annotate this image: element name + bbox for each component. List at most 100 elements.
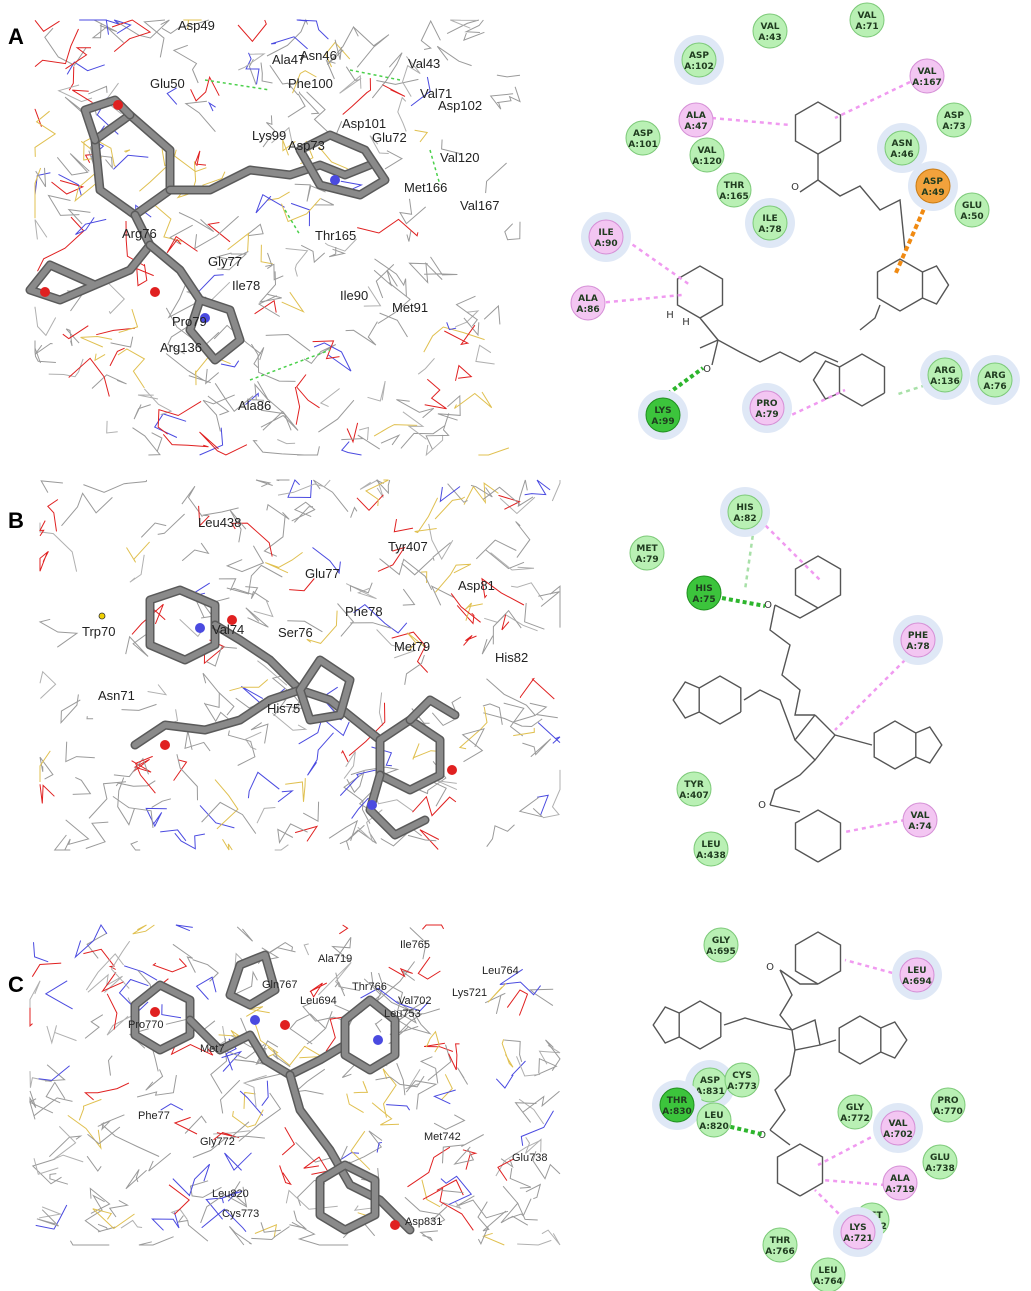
protein-wire [34,28,79,67]
protein-wire [374,1018,383,1033]
protein-wire [319,388,340,408]
protein-wire [244,731,262,750]
residue-name: LEU [907,966,926,976]
protein-wire [402,411,427,440]
protein-wire [481,635,494,655]
residue-disc [659,1087,695,1123]
protein-wire [199,431,248,456]
residue-label-3d: Ala47 [272,52,305,67]
protein-wire [281,1127,296,1156]
protein-wire [266,18,309,57]
residue-id: A:47 [684,122,707,132]
protein-wire [318,962,352,996]
ligand-stick [187,1017,348,1078]
residue-label-3d: Asp73 [288,138,325,153]
protein-wire [350,622,393,629]
protein-wire [140,522,167,538]
residue-id: A:764 [813,1277,843,1287]
protein-wire [143,19,166,58]
protein-wire [481,577,525,606]
protein-wire [137,394,159,400]
protein-wire [133,404,151,420]
ligand-stick [367,772,428,838]
protein-wire [409,927,427,960]
protein-wire [356,494,384,512]
protein-wire [105,19,132,34]
protein-wire [34,110,57,157]
residue-name: GLY [712,936,731,946]
residue-id: A:101 [628,140,658,150]
protein-wire [408,261,443,284]
protein-wire [353,603,408,634]
residue-name: PRO [937,1096,959,1106]
protein-wire [67,1114,102,1150]
protein-wire [287,93,306,118]
protein-wire [386,1104,411,1111]
protein-wire [345,321,378,346]
protein-wire [270,36,308,50]
protein-wire [229,970,258,997]
protein-wire [225,545,265,573]
ligand-stick [377,717,443,793]
protein-wire [334,39,342,60]
residue-label-3d: Lys721 [452,987,487,999]
protein-wire [78,1098,102,1121]
protein-wire [396,1000,440,1015]
protein-wire [80,335,113,348]
ligand-bond [769,1049,796,1131]
residue-disc [902,802,938,838]
protein-wire [337,603,354,637]
protein-wire [170,1038,214,1056]
protein-wire [245,392,259,405]
protein-wire [525,1183,542,1200]
residue-label-3d: Val120 [440,150,480,165]
protein-wire [318,399,355,433]
protein-wire [253,347,265,368]
protein-wire [91,22,124,43]
interaction-alkyl [759,519,821,581]
protein-wire [504,1039,523,1063]
protein-wire [167,324,191,355]
protein-wire [335,972,361,992]
protein-wire [51,180,85,195]
protein-wire [174,149,207,173]
residue-id: A:831 [695,1087,725,1097]
ligand-bond [859,304,881,331]
residue-disc [909,58,945,94]
protein-wire [85,821,109,849]
residue-name: LEU [701,840,720,850]
protein-wire [353,26,390,68]
residue-disc [703,927,739,963]
protein-wire [306,91,343,140]
protein-wire [498,494,521,510]
protein-wire [440,1175,473,1206]
protein-wire [454,391,493,409]
protein-wire [148,1152,172,1172]
protein-wire [484,992,506,1015]
residue-id: A:719 [885,1185,915,1195]
residue-name: TYR [684,780,704,790]
residue-id: A:702 [883,1130,913,1140]
residue-label-3d: Met742 [424,1131,461,1143]
ligand-bond [769,759,816,806]
oxygen-atom [150,1007,160,1017]
panel-c-2d-diagram: OOGLYA:695LEUA:694ASPA:831CYSA:773THRA:8… [652,927,966,1291]
residue-name: PRO [756,399,778,409]
protein-wire [224,1152,252,1171]
residue-disc [762,1227,798,1263]
protein-wire [213,1131,240,1141]
residue-name: ARG [984,371,1005,381]
protein-wire [221,1050,243,1072]
protein-wire [88,781,127,819]
residue-label-3d: Asp831 [405,1216,442,1228]
protein-wire [279,1165,292,1186]
protein-wire [402,588,416,606]
protein-wire [285,248,309,277]
protein-wire [113,757,149,778]
protein-wire [545,1039,561,1071]
